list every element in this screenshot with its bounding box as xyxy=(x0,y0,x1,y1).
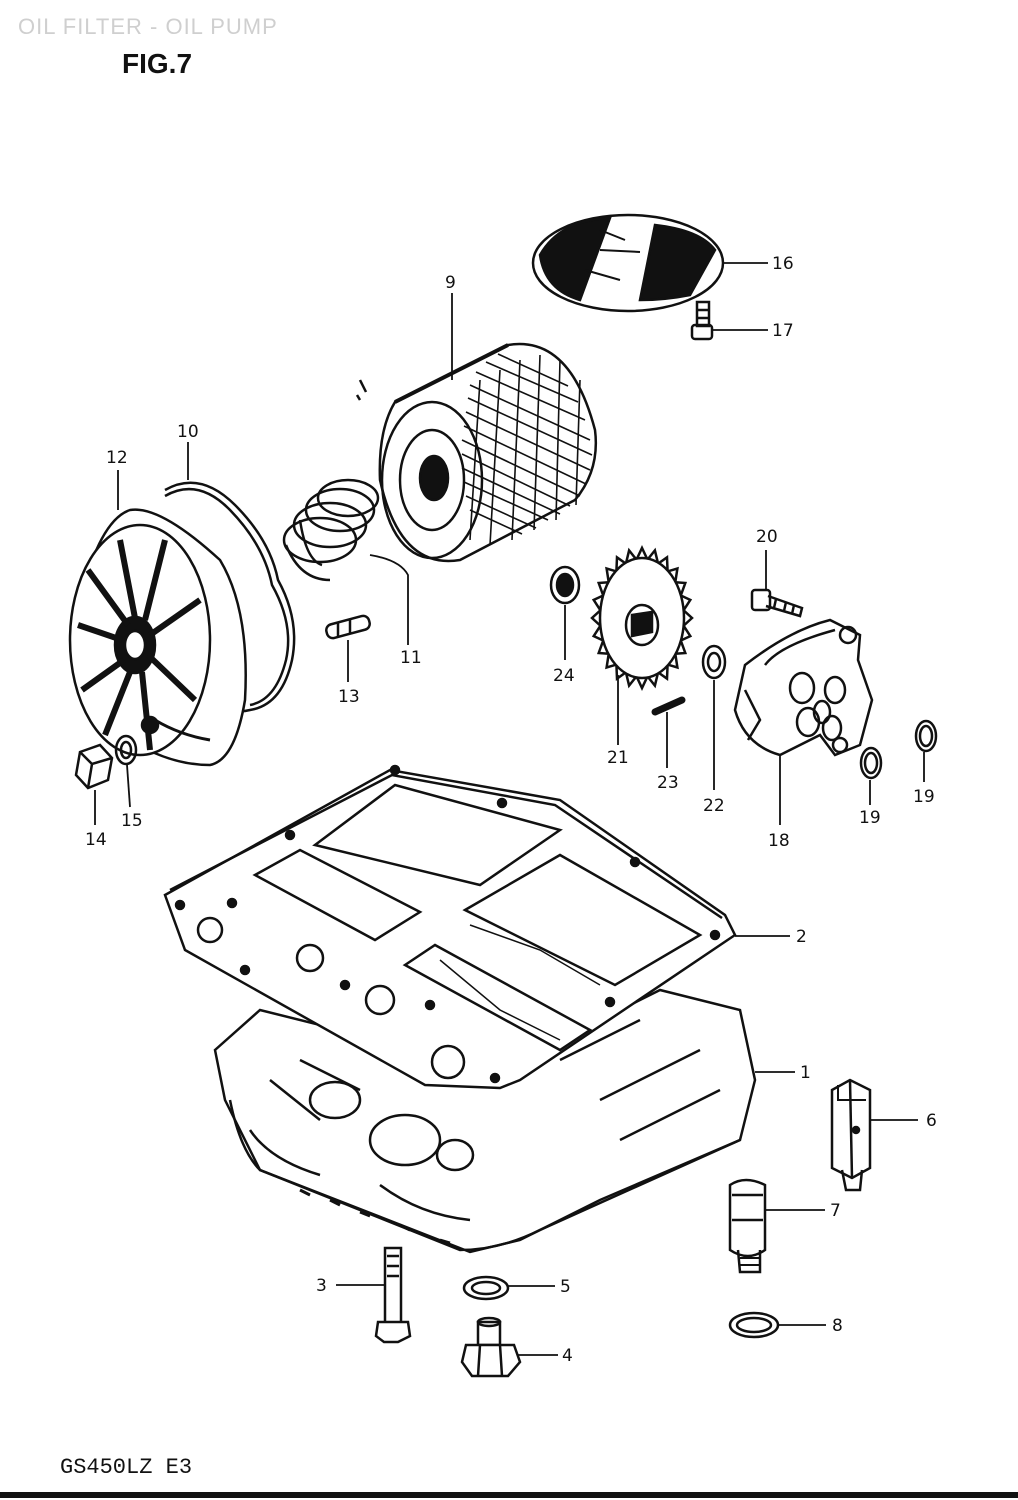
callout-15: 15 xyxy=(121,811,143,831)
part-13-pin xyxy=(325,614,371,640)
callout-11: 11 xyxy=(400,648,422,668)
part-11-spring xyxy=(282,478,380,582)
part-7-sensor xyxy=(728,1178,767,1274)
part-16-cover-plate xyxy=(531,213,725,313)
part-24-circlip xyxy=(549,565,581,605)
part-3-bolt xyxy=(374,1246,412,1344)
callout-20: 20 xyxy=(756,527,778,547)
part-6-oil-pressure-switch xyxy=(830,1078,872,1192)
bottom-border xyxy=(0,1492,1018,1498)
callout-4: 4 xyxy=(562,1346,573,1366)
model-code: GS450LZ E3 xyxy=(60,1455,193,1480)
callout-17: 17 xyxy=(772,321,794,341)
figure-label: FIG.7 xyxy=(122,48,193,79)
part-23-pin xyxy=(651,696,686,716)
callout-6: 6 xyxy=(926,1111,937,1131)
part-18-oil-pump xyxy=(733,618,874,757)
part-19-o-ring-left xyxy=(859,746,883,780)
small-mark xyxy=(355,379,368,401)
callout-3: 3 xyxy=(316,1276,327,1296)
part-21-gear xyxy=(590,545,694,691)
part-8-gasket-ring xyxy=(728,1311,780,1339)
part-9-oil-filter xyxy=(378,342,597,563)
callout-labels: 1 2 3 4 5 6 7 8 9 10 11 12 13 14 15 16 1… xyxy=(85,254,937,1366)
leader-lines xyxy=(94,262,925,1356)
part-5-washer xyxy=(462,1275,510,1301)
callout-12: 12 xyxy=(106,448,128,468)
part-20-bolt xyxy=(750,588,804,618)
part-10-o-ring xyxy=(164,481,296,713)
callout-1: 1 xyxy=(800,1063,811,1083)
callout-24: 24 xyxy=(553,666,575,686)
callout-13: 13 xyxy=(338,687,360,707)
part-4-drain-plug xyxy=(460,1316,522,1378)
callout-2: 2 xyxy=(796,927,807,947)
callout-14: 14 xyxy=(85,830,107,850)
part-15-washer xyxy=(114,734,138,766)
part-17-screw xyxy=(690,300,714,341)
callout-21: 21 xyxy=(607,748,629,768)
callout-10: 10 xyxy=(177,422,199,442)
callout-7: 7 xyxy=(830,1201,841,1221)
callout-19-left: 19 xyxy=(859,808,881,828)
faded-page-title: OIL FILTER - OIL PUMP xyxy=(18,14,278,39)
callout-19-right: 19 xyxy=(913,787,935,807)
part-2-gasket xyxy=(163,764,737,1090)
part-22-washer xyxy=(701,644,727,680)
callout-16: 16 xyxy=(772,254,794,274)
callout-22: 22 xyxy=(703,796,725,816)
callout-9: 9 xyxy=(445,273,456,293)
part-19-o-ring-right xyxy=(914,719,938,753)
callout-8: 8 xyxy=(832,1316,843,1336)
part-14-nut xyxy=(74,743,114,790)
callout-18: 18 xyxy=(768,831,790,851)
callout-23: 23 xyxy=(657,773,679,793)
part-12-filter-cap xyxy=(68,508,247,767)
callout-5: 5 xyxy=(560,1277,571,1297)
